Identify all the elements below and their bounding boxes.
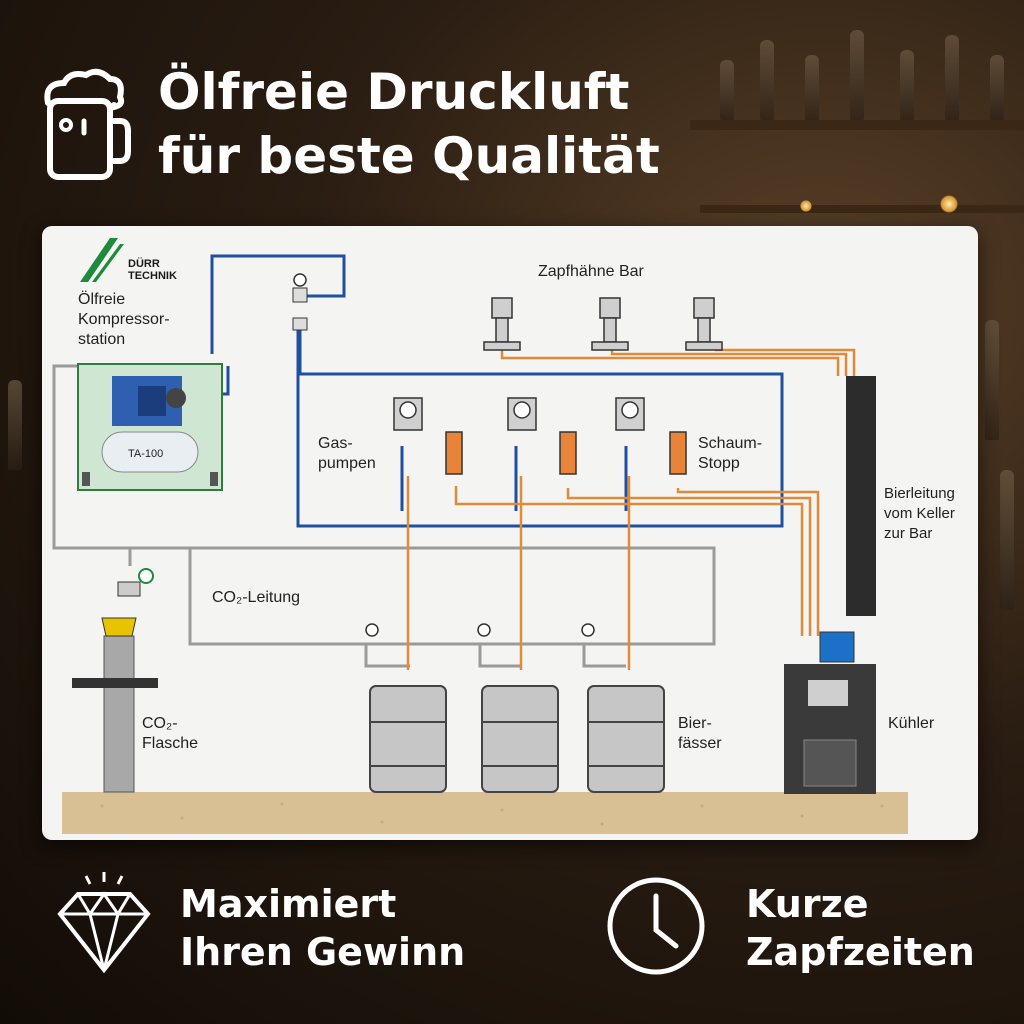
compressor-station [77, 363, 223, 491]
co2-gauges [365, 623, 595, 637]
benefit-speed-line-1: Kurze [746, 882, 869, 926]
taps-label: Zapfhähne Bar [538, 263, 644, 280]
kegs-label: Bier- fässer [678, 714, 722, 754]
co2-bottle-label-2: Flasche [142, 735, 199, 752]
benefit-speed: Kurze Zapfzeiten [604, 870, 1004, 980]
benefit-profit: Maximiert Ihren Gewinn [56, 870, 496, 980]
page-header: Ölfreie Druckluft für beste Qualität [40, 55, 740, 205]
beer-line-label: Bierleitung vom Keller zur Bar [884, 484, 955, 544]
co2-bottle [72, 568, 158, 793]
gas-pumps-label: Gas- pumpen [318, 434, 376, 474]
co2-bottle-label-1: CO₂- [142, 715, 178, 732]
foam-stop-label-2: Stopp [698, 455, 740, 472]
foam-stops [445, 431, 687, 475]
benefit-profit-text: Maximiert Ihren Gewinn [180, 880, 465, 976]
kegs-label-2: fässer [678, 735, 722, 752]
cooler-label: Kühler [888, 715, 935, 732]
brand-line-2: TECHNIK [128, 270, 177, 282]
co2-bottle-label: CO₂- Flasche [142, 714, 198, 754]
brand-name: DÜRR TECHNIK [128, 258, 177, 282]
co2-line-label: CO₂-Leitung [212, 589, 301, 606]
tank-label: TA-100 [128, 448, 164, 460]
cooler-unit [784, 664, 876, 794]
foam-stop-label-1: Schaum- [698, 435, 763, 452]
benefit-speed-text: Kurze Zapfzeiten [746, 880, 975, 976]
gas-pumps-label-1: Gas- [318, 435, 353, 452]
beer-kegs [369, 685, 665, 793]
beer-line-tower [846, 376, 876, 616]
co2-lines [52, 364, 716, 668]
diamond-icon [57, 872, 151, 974]
gas-pumps [393, 397, 645, 431]
gas-pumps-label-2: pumpen [318, 455, 376, 472]
page-title: Ölfreie Druckluft für beste Qualität [158, 60, 660, 188]
beer-line-label-2: vom Keller [884, 505, 955, 522]
benefit-profit-line-2: Ihren Gewinn [180, 930, 466, 974]
title-line-2: für beste Qualität [158, 127, 660, 185]
beer-line-label-3: zur Bar [884, 525, 933, 542]
compressor-label-3: station [78, 331, 126, 348]
regulator-top [292, 273, 308, 331]
compressor-label-1: Ölfreie [78, 291, 126, 308]
bar-taps [483, 297, 723, 351]
air-lines [202, 254, 784, 528]
diagram-drawing [52, 254, 908, 834]
foam-stop-label: Schaum- Stopp [698, 434, 762, 474]
system-diagram: DÜRR TECHNIK Ölfreie Kompressor- station… [42, 226, 978, 840]
duerr-technik-logo [80, 238, 124, 282]
benefit-speed-line-2: Zapfzeiten [746, 930, 975, 974]
benefit-profit-line-1: Maximiert [180, 882, 397, 926]
title-line-1: Ölfreie Druckluft [158, 63, 630, 121]
clock-icon [607, 877, 705, 975]
brand-line-1: DÜRR [128, 258, 160, 270]
beer-mug-icon [44, 68, 131, 180]
beer-line-label-1: Bierleitung [884, 485, 955, 502]
kegs-label-1: Bier- [678, 715, 712, 732]
compressor-label: Ölfreie Kompressor- station [78, 290, 170, 350]
floor [62, 792, 908, 834]
beer-lines [406, 348, 856, 670]
compressor-label-2: Kompressor- [78, 311, 170, 328]
